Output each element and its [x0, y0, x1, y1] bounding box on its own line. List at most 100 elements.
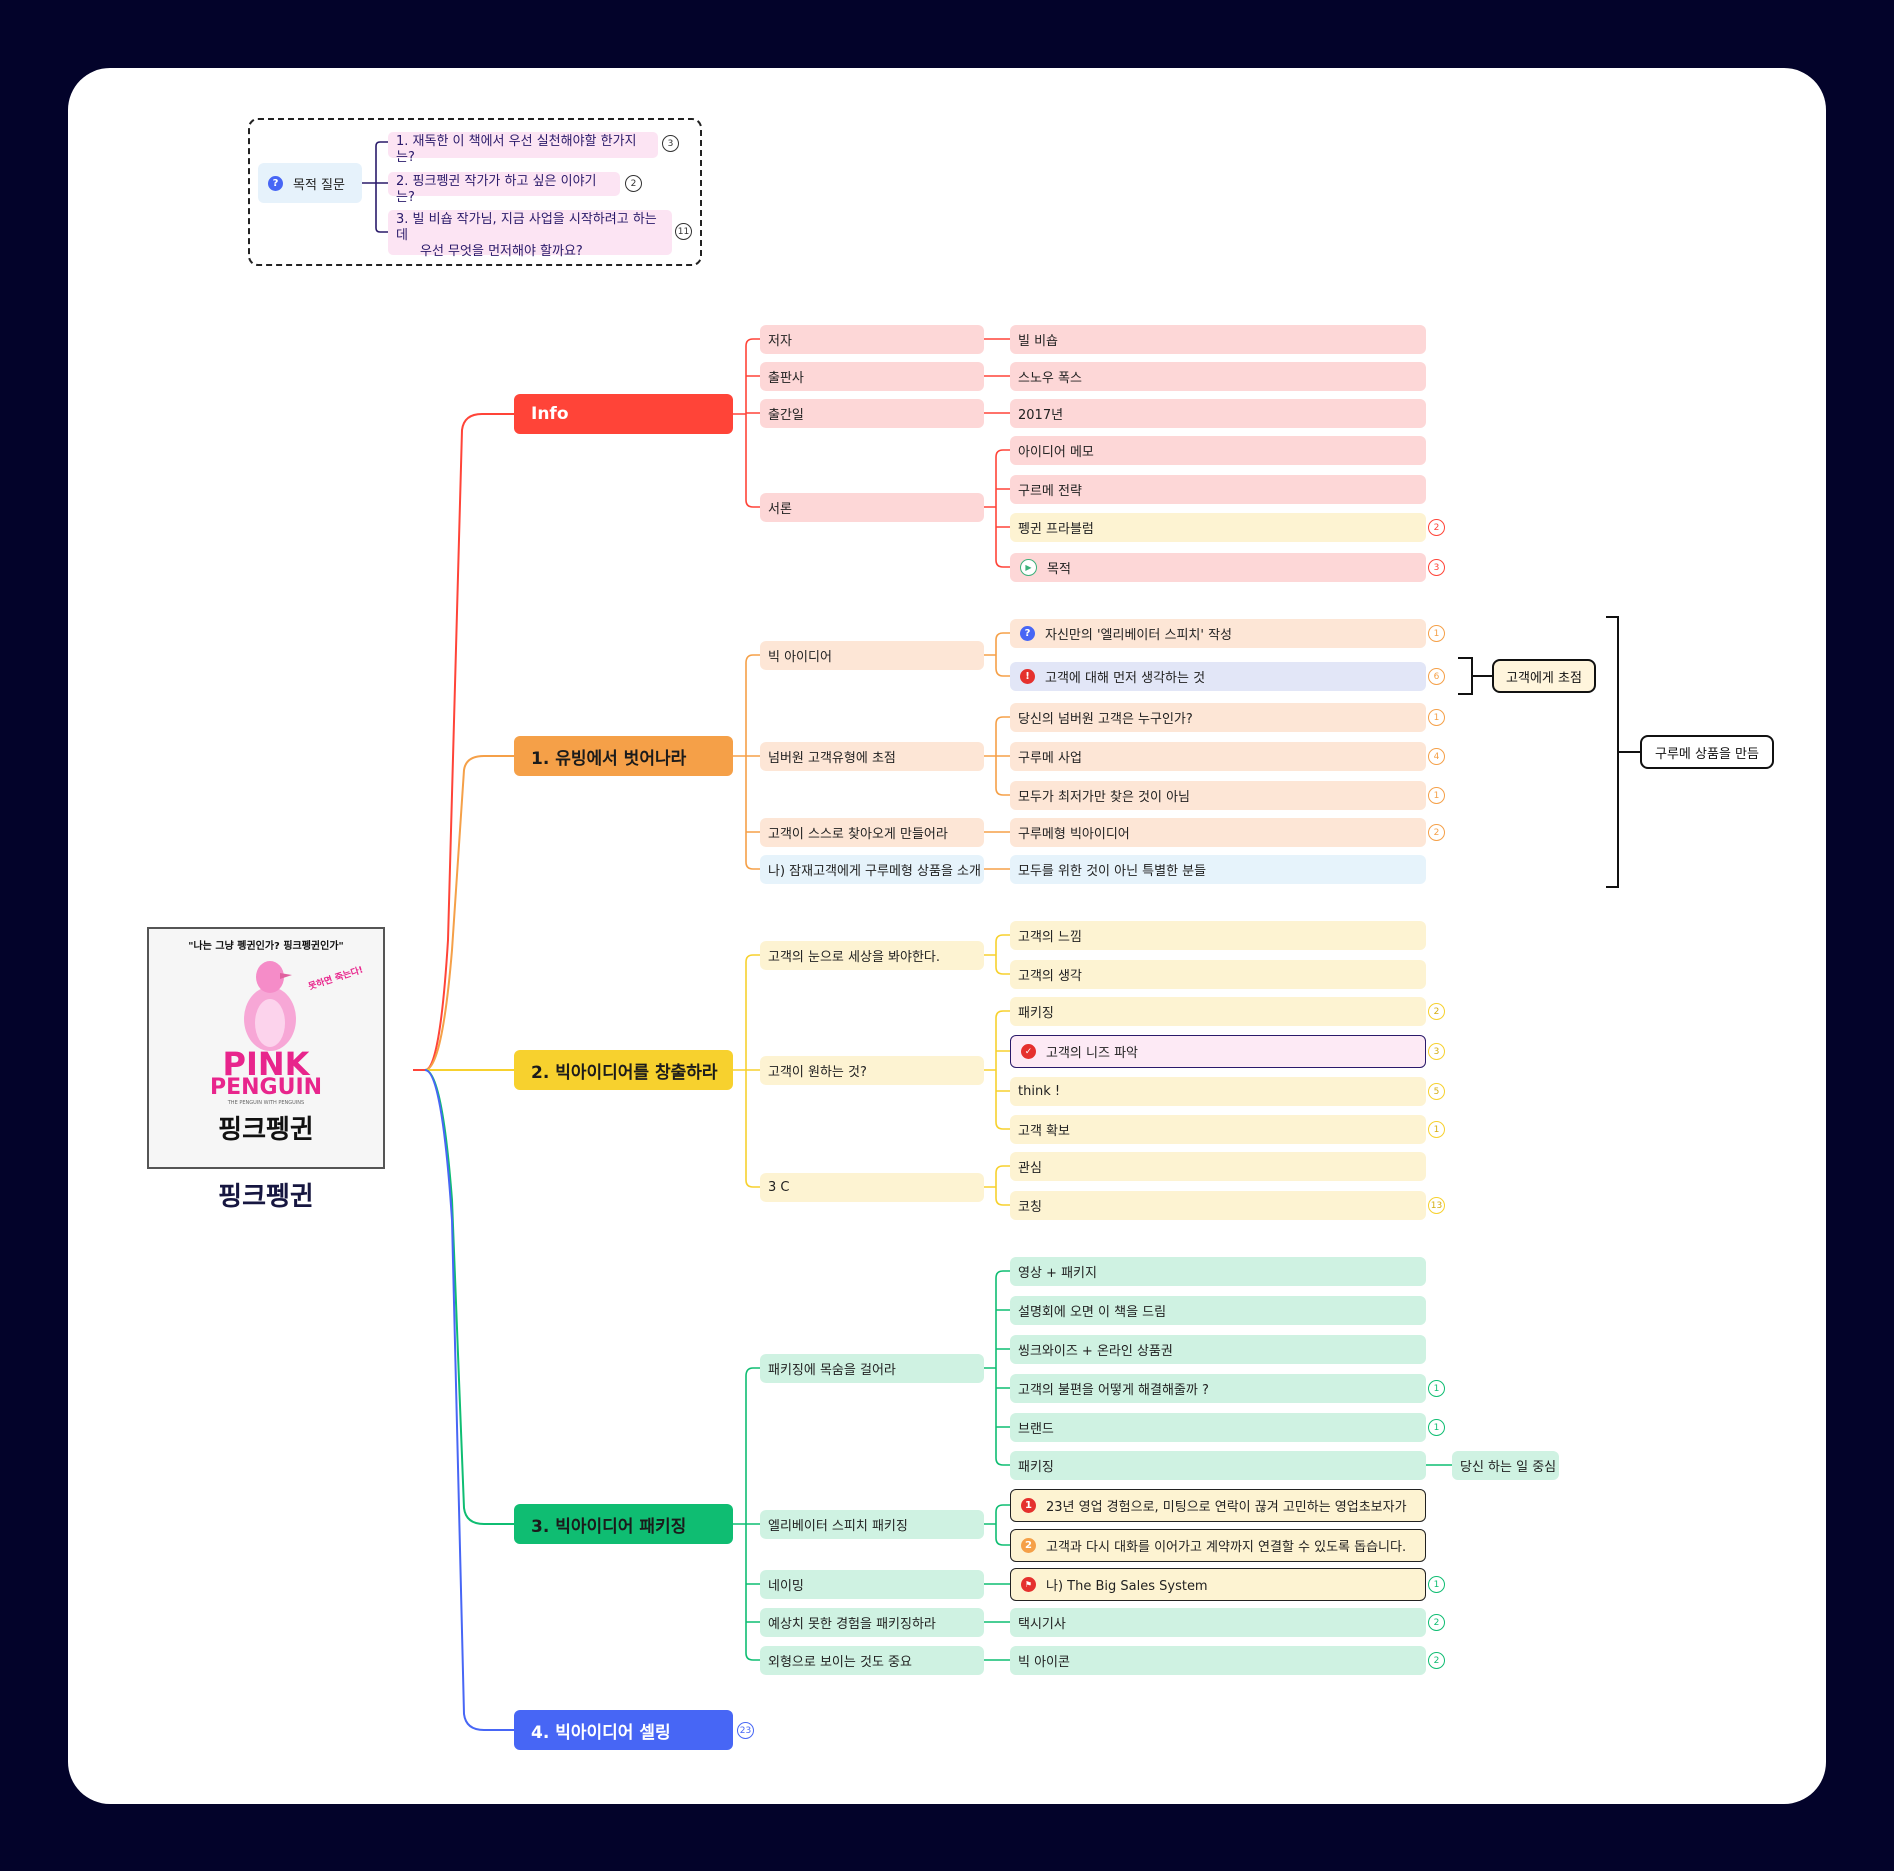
info-date-value[interactable]: 2017년 — [1010, 399, 1426, 428]
count-badge: 11 — [675, 223, 692, 240]
count-badge: 2 — [1428, 519, 1445, 536]
ch3-appearance[interactable]: 외형으로 보이는 것도 중요 — [760, 1646, 984, 1675]
ch3-packaging-item[interactable]: 패키징 — [1010, 1451, 1426, 1480]
count-badge: 6 — [1428, 668, 1445, 685]
item-label: 23년 영업 경험으로, 미팅으로 연락이 끊겨 고민하는 영업초보자가 — [1046, 1500, 1407, 1515]
ch1-come-to-you-value[interactable]: 구루메형 빅아이디어 — [1010, 818, 1426, 847]
count-badge: 1 — [1428, 787, 1445, 804]
info-author-key[interactable]: 저자 — [760, 325, 984, 354]
question-text-line2: 우선 무엇을 먼저해야 할까요? — [420, 244, 583, 259]
question-icon: ? — [1020, 626, 1035, 641]
book-cover-image[interactable]: "나는 그냥 펭귄인가? 핑크펭귄인가" 못하면 죽는다! PINK PENGU… — [147, 927, 385, 1169]
info-publisher-value[interactable]: 스노우 폭스 — [1010, 362, 1426, 391]
intro-item-label: 목적 — [1047, 562, 1071, 577]
ch2-wants-item-highlight[interactable]: ✓ 고객의 니즈 파악 — [1010, 1035, 1426, 1068]
count-badge: 3 — [1428, 559, 1445, 576]
info-date-key[interactable]: 출간일 — [760, 399, 984, 428]
branch-chapter-3[interactable]: 3. 빅아이디어 패키징 — [514, 1504, 733, 1544]
ch3-appearance-value[interactable]: 빅 아이콘 — [1010, 1646, 1426, 1675]
flag-icon: ⚑ — [1021, 1577, 1036, 1592]
ch1-come-to-you[interactable]: 고객이 스스로 찾아오게 만들어라 — [760, 818, 984, 847]
info-author-value[interactable]: 빌 비숍 — [1010, 325, 1426, 354]
count-badge: 1 — [1428, 625, 1445, 642]
ch1-number-one-item[interactable]: 당신의 넘버원 고객은 누구인가? — [1010, 703, 1426, 732]
ch2-wants-item[interactable]: think ! — [1010, 1077, 1426, 1106]
info-intro-key[interactable]: 서론 — [760, 493, 984, 522]
ch2-eyes-item[interactable]: 고객의 생각 — [1010, 960, 1426, 989]
ch1-big-idea-item[interactable]: ? 자신만의 '엘리베이터 스피치' 작성 — [1010, 619, 1426, 648]
summary-gourmet-product[interactable]: 구루메 상품을 만듬 — [1640, 735, 1774, 769]
ch3-packaging-item[interactable]: 고객의 불편을 어떻게 해결해줄까 ? — [1010, 1374, 1426, 1403]
ch2-three-c-item[interactable]: 관심 — [1010, 1152, 1426, 1181]
ch2-three-c[interactable]: 3 C — [760, 1173, 984, 1202]
cover-korean-title: 핑크펭귄 — [218, 1115, 314, 1145]
count-badge: 2 — [1428, 1614, 1445, 1631]
checklist-icon: ✓ — [1021, 1044, 1036, 1059]
ch3-elevator-item[interactable]: 1 23년 영업 경험으로, 미팅으로 연락이 끊겨 고민하는 영업초보자가 — [1010, 1489, 1426, 1522]
ch1-introduce[interactable]: 나) 잠재고객에게 구루메형 상품을 소개 — [760, 855, 984, 884]
ch2-three-c-item[interactable]: 코칭 — [1010, 1191, 1426, 1220]
ch1-number-one[interactable]: 넘버원 고객유형에 초점 — [760, 742, 984, 771]
info-publisher-key[interactable]: 출판사 — [760, 362, 984, 391]
question-icon: ? — [268, 175, 283, 191]
count-badge: 2 — [625, 175, 642, 192]
item-label: 고객과 다시 대화를 이어가고 계약까지 연결할 수 있도록 돕습니다. — [1046, 1540, 1407, 1555]
ch3-packaging-item[interactable]: 브랜드 — [1010, 1413, 1426, 1442]
ch1-number-one-item[interactable]: 모두가 최저가만 찾은 것이 아님 — [1010, 781, 1426, 810]
count-badge: 13 — [1428, 1197, 1445, 1214]
question-text: 1. 재독한 이 책에서 우선 실천해야할 한가지는? — [396, 134, 637, 165]
ch2-wants[interactable]: 고객이 원하는 것? — [760, 1056, 984, 1085]
number-2-icon: 2 — [1021, 1538, 1036, 1553]
question-text: 2. 핑크펭귄 작가가 하고 싶은 이야기는? — [396, 174, 597, 205]
count-badge: 2 — [1428, 824, 1445, 841]
ch3-elevator-item[interactable]: 2 고객과 다시 대화를 이어가고 계약까지 연결할 수 있도록 돕습니다. — [1010, 1529, 1426, 1562]
count-badge: 5 — [1428, 1083, 1445, 1100]
ch3-packaging[interactable]: 패키징에 목숨을 걸어라 — [760, 1354, 984, 1383]
purpose-question-2[interactable]: 2. 핑크펭귄 작가가 하고 싶은 이야기는? — [388, 172, 620, 205]
ch2-wants-item[interactable]: 고객 확보 — [1010, 1115, 1426, 1144]
purpose-questions-frame — [248, 118, 702, 266]
intro-item[interactable]: 펭귄 프라블럼 — [1010, 513, 1426, 542]
ch3-unexpected[interactable]: 예상치 못한 경험을 패키징하라 — [760, 1608, 984, 1637]
count-badge: 1 — [1428, 1576, 1445, 1593]
item-label: 고객에 대해 먼저 생각하는 것 — [1045, 671, 1206, 686]
branch-info[interactable]: Info — [514, 394, 733, 434]
cover-subtitle: THE PENGUIN WITH PENGUINS — [227, 1100, 305, 1106]
ch1-big-idea[interactable]: 빅 아이디어 — [760, 641, 984, 670]
purpose-question-3[interactable]: 3. 빌 비숍 작가님, 지금 사업을 시작하려고 하는데 우선 무엇을 먼저해… — [388, 210, 672, 259]
count-badge: 3 — [662, 135, 679, 152]
ch3-naming[interactable]: 네이밍 — [760, 1570, 984, 1599]
branch-chapter-1[interactable]: 1. 유빙에서 벗어나라 — [514, 736, 733, 776]
ch3-packaging-extra[interactable]: 당신 하는 일 중심 — [1452, 1451, 1559, 1480]
ch3-elevator[interactable]: 엘리베이터 스피치 패키징 — [760, 1510, 984, 1539]
count-badge: 3 — [1428, 1043, 1445, 1060]
cover-tagline: 못하면 죽는다! — [307, 965, 365, 993]
intro-item-purpose[interactable]: ▶ 목적 — [1010, 553, 1426, 582]
ch2-wants-item[interactable]: 패키징 — [1010, 997, 1426, 1026]
count-badge: 1 — [1428, 1380, 1445, 1397]
intro-item[interactable]: 아이디어 메모 — [1010, 436, 1426, 465]
item-label: 고객의 니즈 파악 — [1046, 1046, 1138, 1061]
ch1-big-idea-item[interactable]: ! 고객에 대해 먼저 생각하는 것 — [1010, 662, 1426, 691]
purpose-question-node[interactable]: ? 목적 질문 — [258, 163, 362, 203]
ch1-introduce-value[interactable]: 모두를 위한 것이 아닌 특별한 분들 — [1010, 855, 1426, 884]
count-badge: 23 — [737, 1722, 754, 1739]
ch3-naming-value[interactable]: ⚑ 나) The Big Sales System — [1010, 1568, 1426, 1601]
ch3-packaging-item[interactable]: 설명회에 오면 이 책을 드림 — [1010, 1296, 1426, 1325]
summary-customer-focus[interactable]: 고객에게 초점 — [1492, 659, 1596, 693]
ch2-eyes-item[interactable]: 고객의 느낌 — [1010, 921, 1426, 950]
purpose-question-label: 목적 질문 — [293, 177, 345, 193]
ch1-number-one-item[interactable]: 구루메 사업 — [1010, 742, 1426, 771]
ch3-unexpected-value[interactable]: 택시기사 — [1010, 1608, 1426, 1637]
intro-item[interactable]: 구르메 전략 — [1010, 475, 1426, 504]
count-badge: 1 — [1428, 709, 1445, 726]
purpose-question-1[interactable]: 1. 재독한 이 책에서 우선 실천해야할 한가지는? — [388, 132, 658, 165]
ch2-eyes[interactable]: 고객의 눈으로 세상을 봐야한다. — [760, 941, 984, 970]
branch-chapter-2[interactable]: 2. 빅아이디어를 창출하라 — [514, 1050, 733, 1090]
ch3-packaging-item[interactable]: 영상 + 패키지 — [1010, 1257, 1426, 1286]
penguin-illustration — [244, 961, 296, 1051]
count-badge: 4 — [1428, 748, 1445, 765]
ch3-packaging-item[interactable]: 씽크와이즈 + 온라인 상품권 — [1010, 1335, 1426, 1364]
number-1-icon: 1 — [1021, 1498, 1036, 1513]
branch-chapter-4[interactable]: 4. 빅아이디어 셀링 — [514, 1710, 733, 1750]
